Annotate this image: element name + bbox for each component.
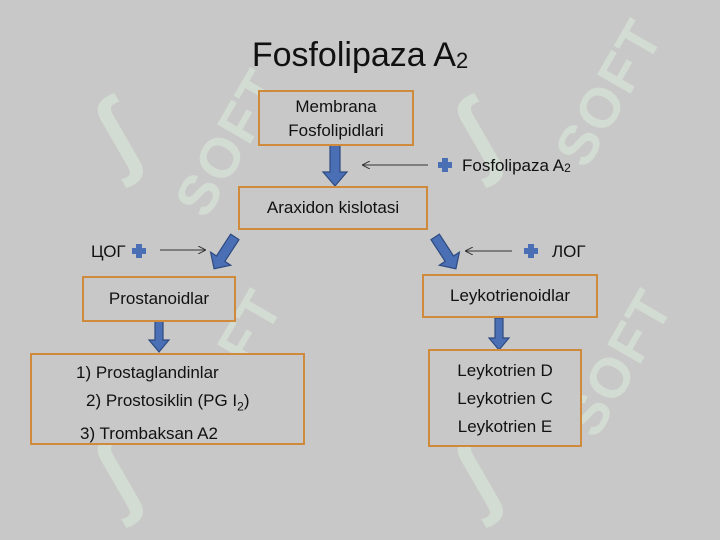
membrane-phospholipids-box: Membrana Fosfolipidlari [258, 90, 414, 146]
prostanoid-item-2-subscript: 2 [237, 399, 244, 414]
leukotriene-list-box: Leykotrien D Leykotrien C Leykotrien E [428, 349, 582, 447]
plus-icon [524, 244, 538, 258]
leukotriene-item-1: Leykotrien D [457, 361, 553, 380]
membrane-line-2: Fosfolipidlari [288, 121, 384, 140]
prostanoids-box: Prostanoidlar [82, 276, 236, 322]
prostanoid-item-3: 3) Trombaksan A2 [80, 424, 218, 444]
plus-icon [132, 244, 146, 258]
membrane-line-1: Membrana [295, 97, 377, 116]
leukotriene-item-3: Leykotrien E [457, 417, 553, 436]
prostanoids-label: Prostanoidlar [108, 289, 210, 308]
arrow-membrane-to-arachidonic [321, 142, 349, 187]
arrow-leukotrienoids-to-list [487, 317, 511, 351]
arachidonic-acid-box: Araxidon kislotasi [238, 186, 428, 230]
prostanoid-item-1: 1) Prostaglandinlar [76, 363, 219, 382]
arrow-prostanoids-to-list [147, 319, 171, 353]
prostanoid-list-box: 1) Prostaglandinlar 2) Prostosiklin (PG … [30, 353, 305, 445]
page-title: Fosfolipaza A2 [0, 36, 720, 75]
cox-label: ЦОГ [91, 242, 126, 261]
prostanoid-item-2-text: 2) Prostosiklin (PG I [86, 391, 238, 410]
title-subscript: 2 [455, 48, 469, 73]
arrow-arachidonic-to-prostanoids [209, 233, 240, 270]
enzyme-label-text: Fosfolipaza A [462, 156, 565, 175]
leukotriene-item-2: Leykotrien C [457, 389, 553, 408]
title-text: Fosfolipaza A [251, 36, 456, 74]
enzyme-label-subscript: 2 [564, 161, 571, 175]
arrow-arachidonic-to-leukotrienoids [430, 233, 461, 270]
arachidonic-label: Araxidon kislotasi [266, 198, 400, 217]
leukotrienoids-label: Leykotrienoidlar [449, 286, 570, 305]
plus-icon [438, 158, 452, 172]
lox-label: ЛОГ [552, 242, 586, 261]
leukotrienoids-box: Leykotrienoidlar [422, 274, 598, 318]
prostanoid-item-2: 2) Prostosiklin (PG I2) [32, 387, 303, 420]
enzyme-label: Fosfolipaza A2 [462, 156, 571, 176]
prostanoid-item-2-close: ) [243, 391, 250, 410]
